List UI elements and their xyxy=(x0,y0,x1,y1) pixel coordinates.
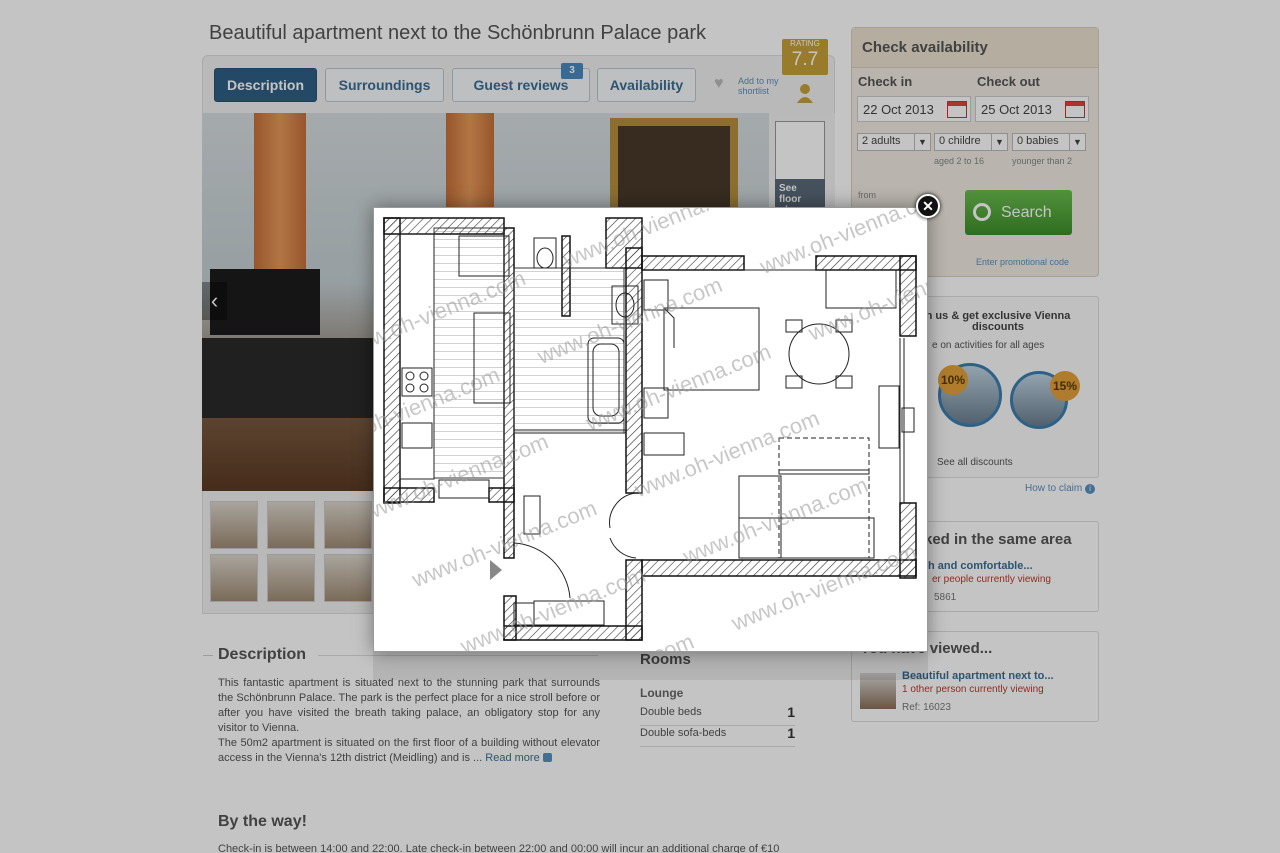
availability-title: Check availability xyxy=(852,28,1098,68)
room-label: Double beds xyxy=(640,706,702,718)
by-the-way-text: Check-in is between 14:00 and 22:00. Lat… xyxy=(218,843,780,853)
description-text: This fantastic apartment is situated nex… xyxy=(218,676,600,766)
tab-description[interactable]: Description xyxy=(214,68,317,102)
discounts-subtitle: e on activities for all ages xyxy=(932,340,1045,351)
reviews-count-badge: 3 xyxy=(561,63,583,79)
calendar-icon[interactable] xyxy=(947,101,967,118)
children-note: aged 2 to 16 xyxy=(934,156,985,166)
page-title: Beautiful apartment next to the Schönbru… xyxy=(209,22,706,44)
add-to-shortlist-link[interactable]: ♥ Add to my shortlist xyxy=(714,75,794,97)
room-row: Double sofa-beds 1 xyxy=(640,725,795,747)
viewed-listing-link[interactable]: Beautiful apartment next to... xyxy=(902,670,1054,682)
availability-panel: Check availability Check in Check out 22… xyxy=(851,27,1099,277)
babies-select[interactable]: 0 babies ▼ xyxy=(1012,133,1086,151)
room-count: 1 xyxy=(787,725,795,741)
viewed-ref: Ref: 16023 xyxy=(902,702,951,713)
rating-badge: RATING 7.7 xyxy=(782,39,828,75)
tab-availability[interactable]: Availability xyxy=(597,68,696,102)
check-out-value: 25 Oct 2013 xyxy=(981,102,1052,117)
photo-thumbnail[interactable] xyxy=(267,554,315,602)
promo-code-link[interactable]: Enter promotional code xyxy=(976,257,1070,267)
check-in-label: Check in xyxy=(858,74,913,89)
search-button[interactable]: Search xyxy=(965,190,1072,235)
booked-ref: 5861 xyxy=(934,592,957,603)
children-select[interactable]: 0 childre ▼ xyxy=(934,133,1008,151)
description-paragraph: The 50m2 apartment is situated on the fi… xyxy=(218,737,600,764)
read-more-link[interactable]: Read more xyxy=(485,752,540,764)
search-label: Search xyxy=(1001,204,1052,221)
by-the-way-heading: By the way! xyxy=(218,813,307,830)
tab-guest-reviews-label: Guest reviews xyxy=(473,77,569,93)
babies-note: younger than 2 xyxy=(1012,156,1073,166)
description-heading: Description xyxy=(218,646,307,663)
watermark: www.oh-vienna.com xyxy=(630,405,823,502)
recently-viewed-panel: You have viewed... Beautiful apartment n… xyxy=(851,631,1099,722)
floorplan-modal: www.oh-vienna.com www.oh-vienna.com www.… xyxy=(310,175,996,726)
user-icon xyxy=(797,84,813,103)
how-to-claim-label: How to claim xyxy=(1025,483,1083,494)
shortlist-label: Add to my shortlist xyxy=(738,76,779,96)
tv-image-part xyxy=(210,269,320,335)
photo-thumbnail[interactable] xyxy=(324,501,372,549)
viewed-viewing-count: 1 other person currently viewing xyxy=(902,684,1044,695)
photo-thumbnail[interactable] xyxy=(324,554,372,602)
previous-photo-button[interactable]: ‹ xyxy=(202,282,227,320)
search-icon xyxy=(973,203,991,221)
discount-badge: 15% xyxy=(1050,371,1080,401)
close-icon[interactable]: ✕ xyxy=(916,194,940,218)
booked-viewing-count: er people currently viewing xyxy=(932,574,1051,585)
calendar-icon[interactable] xyxy=(1065,101,1085,118)
divider xyxy=(203,655,213,656)
photo-thumbnail[interactable] xyxy=(210,554,258,602)
watermark: www.oh-vienna.com xyxy=(727,539,920,636)
how-to-claim-link[interactable]: How to claim i xyxy=(1025,483,1096,494)
room-label: Double sofa-beds xyxy=(640,727,727,739)
chevron-down-icon: ▼ xyxy=(1069,134,1085,150)
viewed-thumbnail[interactable] xyxy=(860,673,896,709)
see-all-discounts-link[interactable]: See all discounts xyxy=(937,457,1013,468)
modal-footer-shadow xyxy=(373,652,928,680)
floorplan-thumbnail[interactable] xyxy=(775,121,825,181)
room-row: Double beds 1 xyxy=(640,704,795,726)
check-in-field[interactable]: 22 Oct 2013 xyxy=(857,96,971,122)
plus-icon[interactable] xyxy=(542,753,552,762)
booked-same-area-panel: ked in the same area h and comfortable..… xyxy=(851,521,1099,612)
rating-value: 7.7 xyxy=(791,49,819,70)
adults-value: 2 adults xyxy=(862,135,901,147)
lounge-heading: Lounge xyxy=(640,686,684,700)
chevron-down-icon: ▼ xyxy=(991,134,1007,150)
heart-icon: ♥ xyxy=(714,75,724,92)
check-in-value: 22 Oct 2013 xyxy=(863,102,934,117)
tab-guest-reviews[interactable]: Guest reviews 3 xyxy=(452,63,590,102)
tab-surroundings[interactable]: Surroundings xyxy=(325,68,444,102)
from-label: from xyxy=(858,190,876,200)
floorplan-image: www.oh-vienna.com www.oh-vienna.com www.… xyxy=(310,175,996,726)
chevron-down-icon: ▼ xyxy=(914,134,930,150)
children-value: 0 childre xyxy=(939,135,981,147)
divider xyxy=(318,655,598,656)
check-out-label: Check out xyxy=(977,74,1040,89)
booked-listing-link[interactable]: h and comfortable... xyxy=(928,560,1033,572)
discounts-heading: n us & get exclusive Vienna discounts xyxy=(925,310,1071,333)
description-paragraph: This fantastic apartment is situated nex… xyxy=(218,677,600,734)
curtain-image-part xyxy=(254,113,306,273)
booked-heading: ked in the same area xyxy=(924,531,1072,548)
info-icon: i xyxy=(1085,484,1096,494)
tab-bar: Description Surroundings Guest reviews 3… xyxy=(202,55,835,113)
rooms-heading: Rooms xyxy=(640,651,691,668)
adults-select[interactable]: 2 adults ▼ xyxy=(857,133,931,151)
rating-label: RATING xyxy=(790,39,820,48)
check-out-field[interactable]: 25 Oct 2013 xyxy=(975,96,1089,122)
photo-thumbnail[interactable] xyxy=(210,501,258,549)
room-count: 1 xyxy=(787,704,795,720)
photo-thumbnail[interactable] xyxy=(267,501,315,549)
watermark: www.oh-vienna.com xyxy=(679,472,872,569)
babies-value: 0 babies xyxy=(1017,135,1059,147)
discount-badge: 10% xyxy=(938,365,968,395)
